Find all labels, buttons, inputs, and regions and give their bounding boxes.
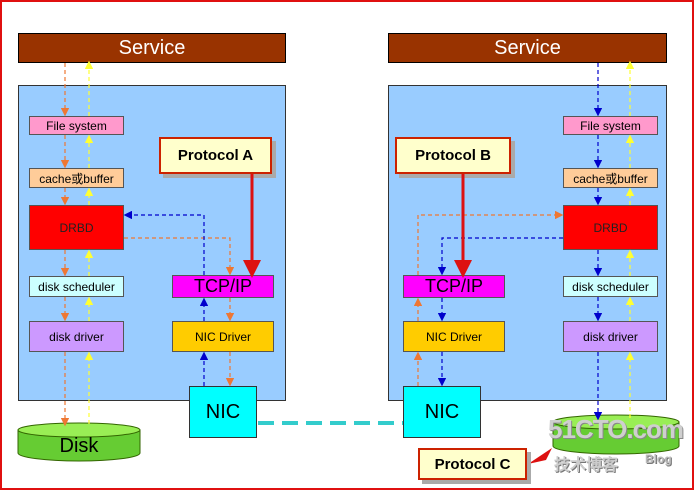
left-nic-driver: NIC Driver xyxy=(172,321,274,352)
left-cache: cache或buffer xyxy=(29,168,124,188)
left-tcpip: TCP/IP xyxy=(172,275,274,298)
left-disk-driver: disk driver xyxy=(29,321,124,352)
protocol-b-callout: Protocol B xyxy=(395,137,511,174)
protocol-c-callout: Protocol C xyxy=(418,448,527,480)
left-nic: NIC xyxy=(189,386,257,438)
right-file-system: File system xyxy=(563,116,658,135)
protocol-c-pointer xyxy=(528,448,552,464)
right-disk-icon xyxy=(552,414,680,455)
right-disk-scheduler: disk scheduler xyxy=(563,276,658,297)
watermark-brand: 51CTO.com xyxy=(548,414,684,444)
right-nic: NIC xyxy=(403,386,481,438)
left-file-system: File system xyxy=(29,116,124,135)
watermark-subtitle: 技术博客 xyxy=(554,457,619,474)
left-disk-scheduler: disk scheduler xyxy=(29,276,124,297)
left-drbd: DRBD xyxy=(29,205,124,250)
right-nic-driver: NIC Driver xyxy=(403,321,505,352)
right-service: Service xyxy=(388,33,667,63)
right-disk-driver: disk driver xyxy=(563,321,658,352)
left-service: Service xyxy=(18,33,286,63)
right-drbd: DRBD xyxy=(563,205,658,250)
left-disk-icon xyxy=(17,422,141,462)
right-cache: cache或buffer xyxy=(563,168,658,188)
left-disk-label: Disk xyxy=(59,434,99,457)
watermark-blog: Blog xyxy=(645,452,672,466)
protocol-a-callout: Protocol A xyxy=(159,137,272,174)
right-tcpip: TCP/IP xyxy=(403,275,505,298)
